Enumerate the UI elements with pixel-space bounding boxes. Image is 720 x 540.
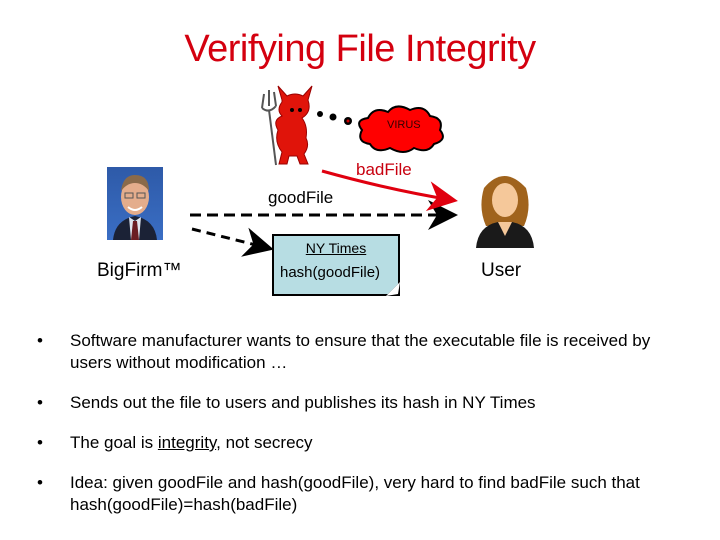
nyt-heading: NY Times [305,240,367,256]
user-avatar-icon [476,176,534,248]
diagram-arrows [190,85,534,257]
bullet-item: Software manufacturer wants to ensure th… [37,330,677,374]
page-curl-icon [386,282,400,296]
bullet-item: Idea: given goodFile and hash(goodFile),… [37,472,677,516]
nyt-hash-value: hash(goodFile) [280,264,381,281]
integrity-emphasis: integrity [157,433,217,452]
devil-icon [261,85,313,166]
nyt-publication-box: NY Times hash(goodFile) [272,234,400,296]
bigfirm-label: BigFirm™ [97,260,182,281]
virus-cloud-icon [358,105,444,153]
bullet-item: Sends out the file to users and publishe… [37,392,677,414]
virus-label: VIRUS [387,119,421,131]
bullet-item: The goal is integrity, not secrecy [37,432,677,454]
bullet-list: Software manufacturer wants to ensure th… [37,330,677,530]
bad-file-label: badFile [356,160,412,179]
bad-file-arrow [321,169,458,211]
user-label: User [481,260,522,281]
slide-title: Verifying File Integrity [184,28,536,70]
publish-hash-arrow [191,227,274,257]
bigfirm-photo [107,167,163,240]
good-file-label: goodFile [268,188,334,207]
